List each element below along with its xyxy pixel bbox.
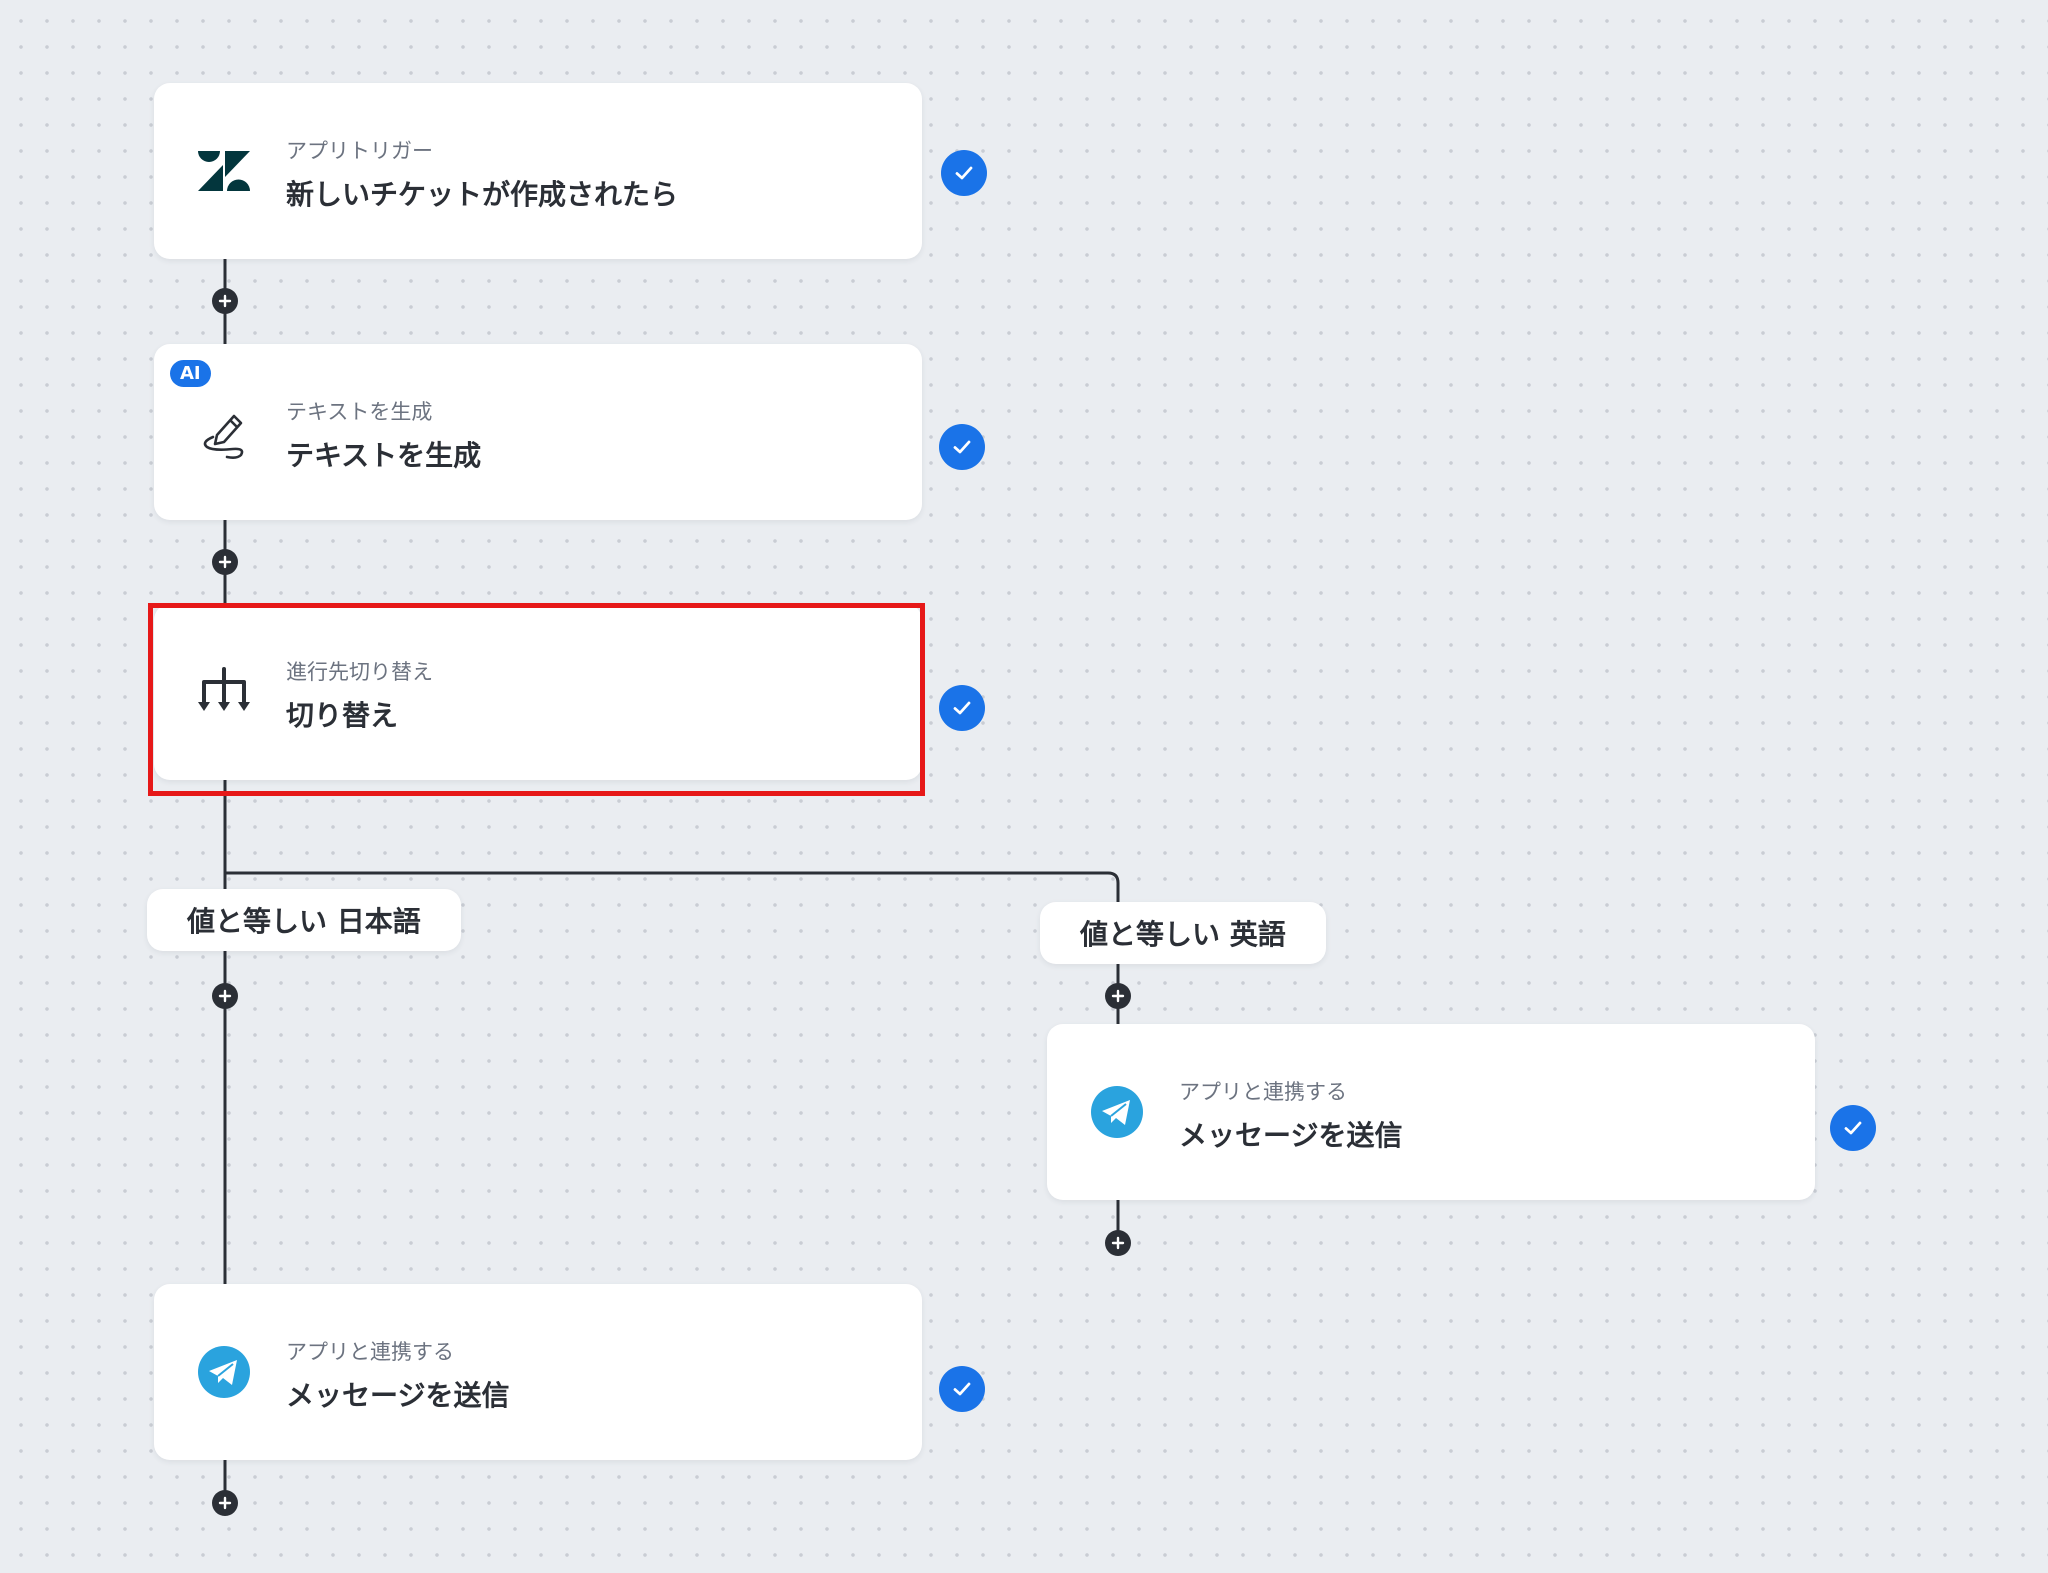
check-icon — [939, 1366, 985, 1412]
step-label: 進行先切り替え — [286, 660, 433, 684]
step-label: アプリトリガー — [286, 139, 433, 163]
zendesk-icon — [194, 141, 254, 201]
step-card-trigger[interactable]: アプリトリガー 新しいチケットが作成されたら — [154, 83, 922, 259]
branch-label-english[interactable]: 値と等しい 英語 — [1040, 902, 1326, 964]
branch-icon — [194, 662, 254, 722]
step-label: テキストを生成 — [286, 400, 433, 424]
step-card-ai-text[interactable]: AI テキストを生成 テキストを生成 — [154, 344, 922, 520]
step-label: アプリと連携する — [286, 1340, 454, 1364]
add-step-button[interactable] — [1105, 1230, 1131, 1256]
check-icon — [941, 150, 987, 196]
telegram-icon — [194, 1342, 254, 1402]
telegram-icon — [1087, 1082, 1147, 1142]
branch-label-japanese[interactable]: 値と等しい 日本語 — [147, 889, 461, 951]
add-step-button[interactable] — [212, 288, 238, 314]
step-card-switch[interactable]: 進行先切り替え 切り替え — [154, 604, 922, 780]
check-icon — [939, 424, 985, 470]
pen-icon — [194, 402, 254, 462]
step-card-telegram-english[interactable]: アプリと連携する メッセージを送信 — [1047, 1024, 1815, 1200]
ai-badge: AI — [170, 360, 211, 387]
selection-highlight — [148, 603, 925, 796]
step-title: 新しいチケットが作成されたら — [286, 178, 679, 211]
check-icon — [1830, 1105, 1876, 1151]
add-step-button[interactable] — [212, 1490, 238, 1516]
add-step-button[interactable] — [212, 983, 238, 1009]
step-title: メッセージを送信 — [1179, 1119, 1403, 1152]
step-card-telegram-japanese[interactable]: アプリと連携する メッセージを送信 — [154, 1284, 922, 1460]
step-title: テキストを生成 — [286, 439, 482, 472]
step-title: メッセージを送信 — [286, 1379, 510, 1412]
step-label: アプリと連携する — [1179, 1080, 1347, 1104]
connector-line — [225, 871, 1120, 1024]
check-icon — [939, 685, 985, 731]
step-title: 切り替え — [286, 699, 399, 732]
add-step-button[interactable] — [212, 549, 238, 575]
add-step-button[interactable] — [1105, 983, 1131, 1009]
